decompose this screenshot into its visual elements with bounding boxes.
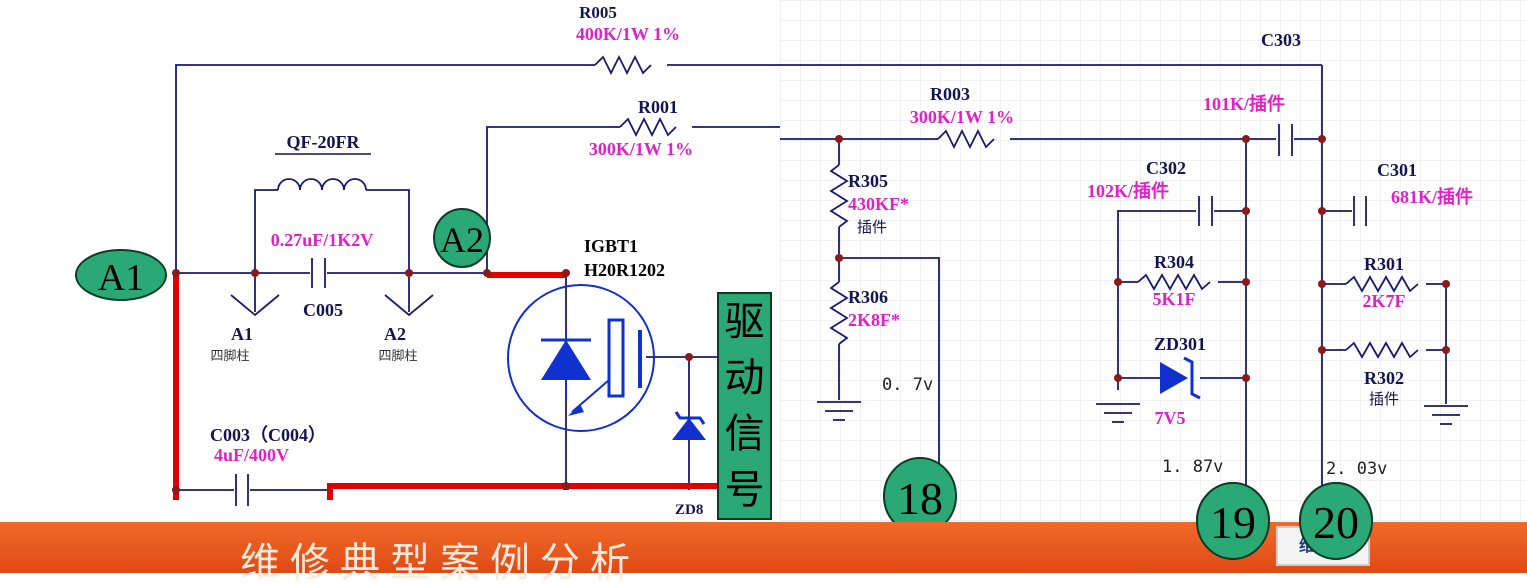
c005-name: C005 xyxy=(303,300,343,320)
r302-note: 插件 xyxy=(1369,390,1399,408)
zd301-value: 7V5 xyxy=(1155,408,1186,428)
drive-signal-char-3: 信 xyxy=(724,411,765,457)
zd-partial-name: ZD8 xyxy=(675,502,703,518)
r001-value: 300K/1W 1% xyxy=(589,139,693,159)
left-wires xyxy=(175,54,780,506)
coil-name: QF-20FR xyxy=(287,132,361,152)
c302-name: C302 xyxy=(1146,158,1186,178)
drive-signal-box: 驱 动 信 号 xyxy=(717,292,772,520)
banner-title: 维修典型案例分析 xyxy=(240,540,640,586)
r305-name: R305 xyxy=(848,171,888,191)
r005-name: R005 xyxy=(579,3,617,22)
r005-value: 400K/1W 1% xyxy=(576,24,680,44)
zd301-symbol xyxy=(1160,356,1201,400)
voltage-18: 0. 7v xyxy=(882,375,933,395)
r305-note: 插件 xyxy=(857,218,887,236)
bottom-banner: 维修典型案例分析 维修君 xyxy=(0,522,1527,586)
drive-signal-char-1: 驱 xyxy=(724,299,765,345)
bubble-a2-label: A2 xyxy=(440,220,484,260)
bubble-a1: A1 xyxy=(75,249,167,301)
drive-signal-char-2: 动 xyxy=(724,355,765,401)
igbt-symbol xyxy=(507,284,655,432)
junction-dots-right xyxy=(835,135,1450,382)
r304-name: R304 xyxy=(1154,252,1194,272)
c005-value: 0.27uF/1K2V xyxy=(271,230,374,250)
circuit-diagram: R005 400K/1W 1% R001 300K/1W 1% QF-20FR … xyxy=(75,0,1527,560)
zd301-name: ZD301 xyxy=(1154,334,1206,354)
voltage-19: 1. 87v xyxy=(1162,457,1223,477)
c301-name: C301 xyxy=(1377,160,1417,180)
c302-value: 102K/插件 xyxy=(1087,180,1169,201)
post-a2-type: 四脚柱 xyxy=(378,348,417,364)
c003-name: C003（C004） xyxy=(210,425,326,445)
r302-name: R302 xyxy=(1364,368,1404,388)
r301-value: 2K7F xyxy=(1363,291,1406,311)
c003-value: 4uF/400V xyxy=(214,445,289,465)
bubble-18: 18 xyxy=(883,457,957,535)
r003-value: 300K/1W 1% xyxy=(910,107,1014,127)
post-a1-type: 四脚柱 xyxy=(210,348,249,364)
igbt-name: IGBT1 xyxy=(584,236,638,256)
r301-name: R301 xyxy=(1364,254,1404,274)
post-a2-name: A2 xyxy=(384,324,406,344)
bubble-a2: A2 xyxy=(433,208,491,268)
post-a1-name: A1 xyxy=(231,324,253,344)
voltage-20: 2. 03v xyxy=(1326,459,1387,479)
r306-name: R306 xyxy=(848,287,888,307)
bubble-a1-label: A1 xyxy=(98,257,144,299)
bubble-18-label: 18 xyxy=(897,473,943,524)
c303-name: C303 xyxy=(1261,30,1301,50)
banner-logo: 维修君 xyxy=(1276,526,1370,566)
r304-value: 5K1F xyxy=(1153,289,1196,309)
igbt-part: H20R1202 xyxy=(584,260,665,280)
zd-partial-symbol xyxy=(672,411,706,440)
junction-dots-left xyxy=(172,269,693,494)
r305-value: 430KF* xyxy=(848,194,909,214)
r003-name: R003 xyxy=(930,84,970,104)
drive-signal-char-4: 号 xyxy=(724,467,765,513)
grid-background xyxy=(780,0,1527,522)
c301-value: 681K/插件 xyxy=(1391,186,1473,207)
power-traces xyxy=(173,272,717,500)
c303-value: 101K/插件 xyxy=(1203,93,1285,114)
r306-value: 2K8F* xyxy=(848,310,900,330)
r001-name: R001 xyxy=(638,97,678,117)
